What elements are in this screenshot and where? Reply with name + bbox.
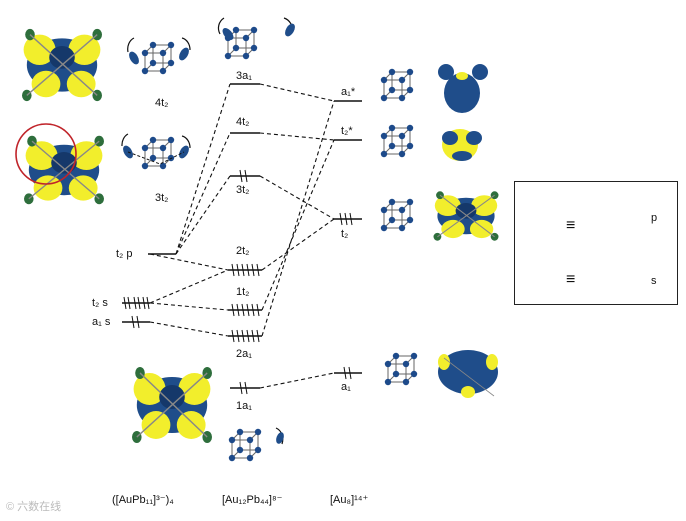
label-mid-4t2: 4t₂ bbox=[236, 116, 249, 128]
label-mid-2a1: 2a₁ bbox=[236, 348, 252, 360]
label-right-t2: t₂ bbox=[341, 228, 348, 240]
label-right-a1star: a₁* bbox=[341, 86, 355, 98]
label-right-a1: a₁ bbox=[341, 381, 351, 393]
footer-left-species: ([AuPb₁₁]³⁻)₄ bbox=[112, 493, 174, 506]
footer-right-species: [Au₈]¹⁴⁺ bbox=[330, 493, 368, 506]
correlation-lines bbox=[150, 84, 334, 388]
label-mid-2t2: 2t₂ bbox=[236, 245, 249, 257]
right-orbital-t2 bbox=[434, 191, 499, 240]
caption-4t2: 4t₂ bbox=[155, 97, 168, 109]
legend-label-p: p bbox=[651, 212, 657, 224]
legend-label-s: s bbox=[651, 275, 657, 287]
label-left-t2s: t₂ s bbox=[92, 297, 108, 309]
right-orbital-a1 bbox=[438, 350, 498, 398]
label-mid-3t2: 3t₂ bbox=[236, 184, 249, 196]
orbital-3t2-sketch bbox=[121, 134, 191, 169]
orbital-3a1-sketch bbox=[218, 18, 297, 59]
cluster-image-top-left bbox=[22, 29, 102, 101]
legend-equiv-p: ≡ bbox=[566, 220, 575, 232]
cluster-image-bottom-left bbox=[132, 367, 212, 443]
right-cube-t2 bbox=[381, 199, 413, 231]
right-cube-a1star bbox=[381, 69, 413, 101]
label-left-t2p: t₂ p bbox=[116, 248, 133, 260]
cluster-image-mid-left bbox=[16, 124, 104, 204]
label-mid-1a1: 1a₁ bbox=[236, 400, 252, 412]
right-orbital-a1star bbox=[438, 64, 488, 113]
label-left-a1s: a₁ s bbox=[92, 316, 110, 328]
label-mid-1t2: 1t₂ bbox=[236, 286, 249, 298]
right-orbital-t2star bbox=[442, 129, 482, 161]
right-cube-a1 bbox=[385, 353, 417, 385]
footer-middle-species: [Au₁₂Pb₄₄]⁸⁻ bbox=[222, 493, 282, 506]
legend-equiv-s: ≡ bbox=[566, 274, 575, 286]
label-mid-3a1: 3a₁ bbox=[236, 70, 252, 82]
orbital-1a1-sketch bbox=[229, 428, 286, 461]
watermark: © 六数在线 bbox=[6, 498, 61, 514]
right-cube-t2star bbox=[381, 125, 413, 157]
label-right-t2star: t₂* bbox=[341, 125, 353, 137]
orbital-4t2-sketch bbox=[127, 38, 191, 74]
caption-3t2: 3t₂ bbox=[155, 192, 168, 204]
